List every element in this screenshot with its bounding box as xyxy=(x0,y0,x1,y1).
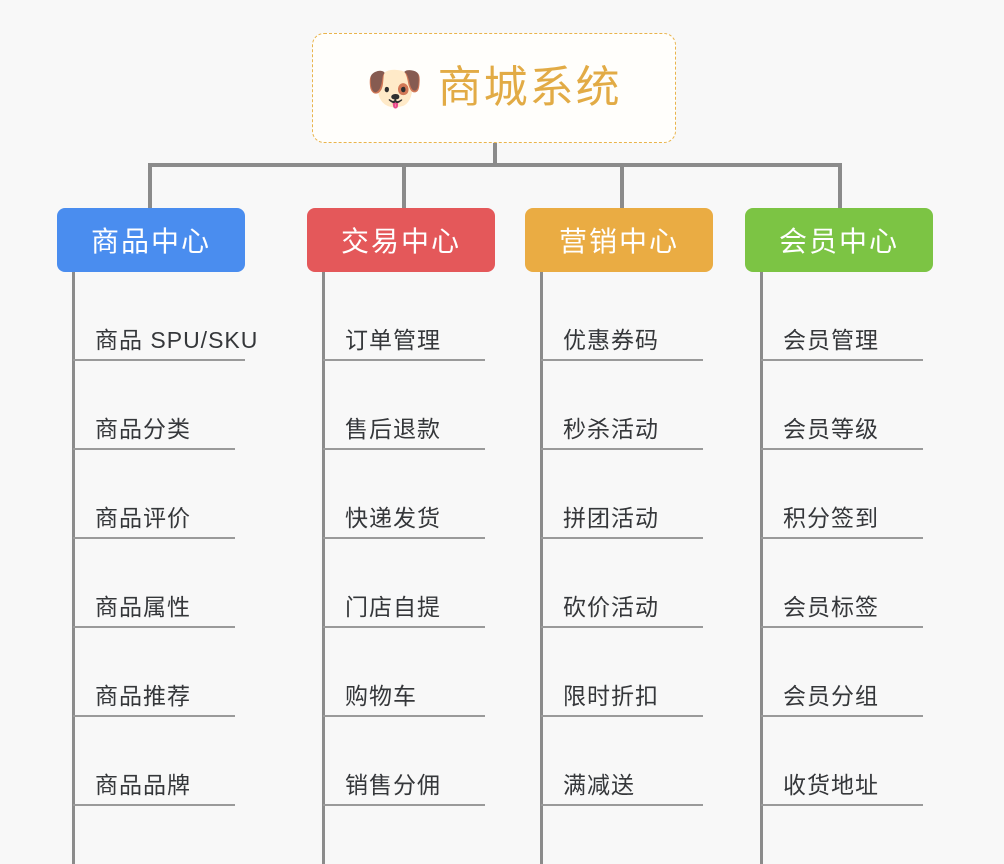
category-column-4: 会员中心会员管理会员等级积分签到会员标签会员分组收货地址 xyxy=(745,208,933,864)
leaf-label: 秒杀活动 xyxy=(563,415,659,442)
leaf-underline: 快递发货 xyxy=(323,504,485,539)
leaf-underline: 砍价活动 xyxy=(541,593,703,628)
leaf-underline: 商品推荐 xyxy=(73,682,235,717)
leaf-underline: 商品属性 xyxy=(73,593,235,628)
leaf-label: 商品 SPU/SKU xyxy=(95,326,259,353)
connector-spine-2 xyxy=(322,272,325,864)
connector-horizontal-bus xyxy=(148,163,842,167)
leaf-underline: 商品品牌 xyxy=(73,771,235,806)
leaf-underline: 收货地址 xyxy=(761,771,923,806)
leaf-item[interactable]: 商品推荐 xyxy=(73,628,245,717)
leaf-item[interactable]: 限时折扣 xyxy=(541,628,713,717)
leaf-label: 快递发货 xyxy=(345,504,441,531)
leaf-label: 门店自提 xyxy=(345,593,441,620)
leaf-underline: 商品 SPU/SKU xyxy=(73,327,257,361)
leaf-item[interactable]: 售后退款 xyxy=(323,361,495,450)
connector-spine-1 xyxy=(72,272,75,864)
category-header-3[interactable]: 营销中心 xyxy=(525,208,713,272)
leaf-item[interactable]: 会员分组 xyxy=(761,628,933,717)
leaf-underline: 订单管理 xyxy=(323,326,485,361)
leaf-underline: 优惠券码 xyxy=(541,326,703,361)
leaf-group-3: 优惠券码秒杀活动拼团活动砍价活动限时折扣满减送 xyxy=(525,272,713,864)
leaf-label: 砍价活动 xyxy=(563,593,659,620)
leaf-label: 商品品牌 xyxy=(95,771,191,798)
leaf-item[interactable]: 会员管理 xyxy=(761,272,933,361)
leaf-item[interactable]: 商品 SPU/SKU xyxy=(73,272,257,361)
leaf-underline: 门店自提 xyxy=(323,593,485,628)
leaf-item[interactable]: 积分签到 xyxy=(761,450,933,539)
leaf-label: 会员标签 xyxy=(783,593,879,620)
leaf-label: 限时折扣 xyxy=(563,682,659,709)
leaf-item[interactable]: 购物车 xyxy=(323,628,495,717)
leaf-item[interactable]: 商品品牌 xyxy=(73,717,245,806)
leaf-item[interactable]: 快递发货 xyxy=(323,450,495,539)
leaf-underline: 会员标签 xyxy=(761,593,923,628)
leaf-item[interactable]: 门店自提 xyxy=(323,539,495,628)
leaf-underline: 拼团活动 xyxy=(541,504,703,539)
connector-drop-1 xyxy=(148,163,152,209)
leaf-underline: 销售分佣 xyxy=(323,771,485,806)
leaf-item[interactable]: 销售分佣 xyxy=(323,717,495,806)
category-column-1: 商品中心商品 SPU/SKU 商品分类商品评价商品属性商品推荐商品品牌 xyxy=(57,208,257,864)
category-column-2: 交易中心订单管理售后退款快递发货门店自提购物车销售分佣 xyxy=(307,208,495,864)
leaf-underline: 满减送 xyxy=(541,771,703,806)
leaf-label: 商品属性 xyxy=(95,593,191,620)
category-header-1[interactable]: 商品中心 xyxy=(57,208,245,272)
leaf-item[interactable]: 拼团活动 xyxy=(541,450,713,539)
leaf-underline: 会员管理 xyxy=(761,326,923,361)
connector-drop-4 xyxy=(838,163,842,209)
leaf-label: 满减送 xyxy=(563,771,635,798)
connector-spine-3 xyxy=(540,272,543,864)
leaf-item[interactable]: 优惠券码 xyxy=(541,272,713,361)
leaf-label: 优惠券码 xyxy=(563,326,659,353)
root-title: 商城系统 xyxy=(437,63,622,112)
shiba-dog-face-icon: 🐶 xyxy=(366,62,424,114)
leaf-item[interactable]: 会员标签 xyxy=(761,539,933,628)
leaf-label: 商品分类 xyxy=(95,415,191,442)
leaf-item[interactable]: 会员等级 xyxy=(761,361,933,450)
leaf-label: 会员等级 xyxy=(783,415,879,442)
leaf-label: 会员管理 xyxy=(783,326,879,353)
leaf-label: 销售分佣 xyxy=(345,771,441,798)
leaf-item[interactable]: 商品评价 xyxy=(73,450,245,539)
leaf-label: 拼团活动 xyxy=(563,504,659,531)
leaf-underline: 购物车 xyxy=(323,682,485,717)
leaf-label: 商品推荐 xyxy=(95,682,191,709)
leaf-label: 商品评价 xyxy=(95,504,191,531)
category-header-2[interactable]: 交易中心 xyxy=(307,208,495,272)
leaf-label: 购物车 xyxy=(345,682,417,709)
leaf-label: 收货地址 xyxy=(783,771,879,798)
leaf-underline: 商品分类 xyxy=(73,415,235,450)
leaf-group-2: 订单管理售后退款快递发货门店自提购物车销售分佣 xyxy=(307,272,495,864)
connector-spine-4 xyxy=(760,272,763,864)
leaf-item[interactable]: 订单管理 xyxy=(323,272,495,361)
leaf-item[interactable]: 商品属性 xyxy=(73,539,245,628)
leaf-underline: 积分签到 xyxy=(761,504,923,539)
leaf-underline: 会员等级 xyxy=(761,415,923,450)
leaf-item[interactable]: 满减送 xyxy=(541,717,713,806)
leaf-item[interactable]: 商品分类 xyxy=(73,361,245,450)
leaf-item[interactable]: 砍价活动 xyxy=(541,539,713,628)
leaf-item[interactable]: 收货地址 xyxy=(761,717,933,806)
leaf-underline: 售后退款 xyxy=(323,415,485,450)
root-node-mall-system[interactable]: 🐶 商城系统 xyxy=(312,33,676,143)
leaf-underline: 商品评价 xyxy=(73,504,235,539)
leaf-group-1: 商品 SPU/SKU 商品分类商品评价商品属性商品推荐商品品牌 xyxy=(57,272,257,864)
leaf-label: 订单管理 xyxy=(345,326,441,353)
leaf-underline: 秒杀活动 xyxy=(541,415,703,450)
leaf-group-4: 会员管理会员等级积分签到会员标签会员分组收货地址 xyxy=(745,272,933,864)
connector-root-stem xyxy=(493,143,497,165)
leaf-item[interactable]: 秒杀活动 xyxy=(541,361,713,450)
connector-drop-2 xyxy=(402,163,406,209)
category-header-4[interactable]: 会员中心 xyxy=(745,208,933,272)
connector-drop-3 xyxy=(620,163,624,209)
leaf-label: 积分签到 xyxy=(783,504,879,531)
leaf-underline: 限时折扣 xyxy=(541,682,703,717)
leaf-label: 会员分组 xyxy=(783,682,879,709)
category-column-3: 营销中心优惠券码秒杀活动拼团活动砍价活动限时折扣满减送 xyxy=(525,208,713,864)
mindmap-canvas: 🐶 商城系统 商品中心商品 SPU/SKU 商品分类商品评价商品属性商品推荐商品品… xyxy=(57,33,933,864)
leaf-underline: 会员分组 xyxy=(761,682,923,717)
leaf-label: 售后退款 xyxy=(345,415,441,442)
